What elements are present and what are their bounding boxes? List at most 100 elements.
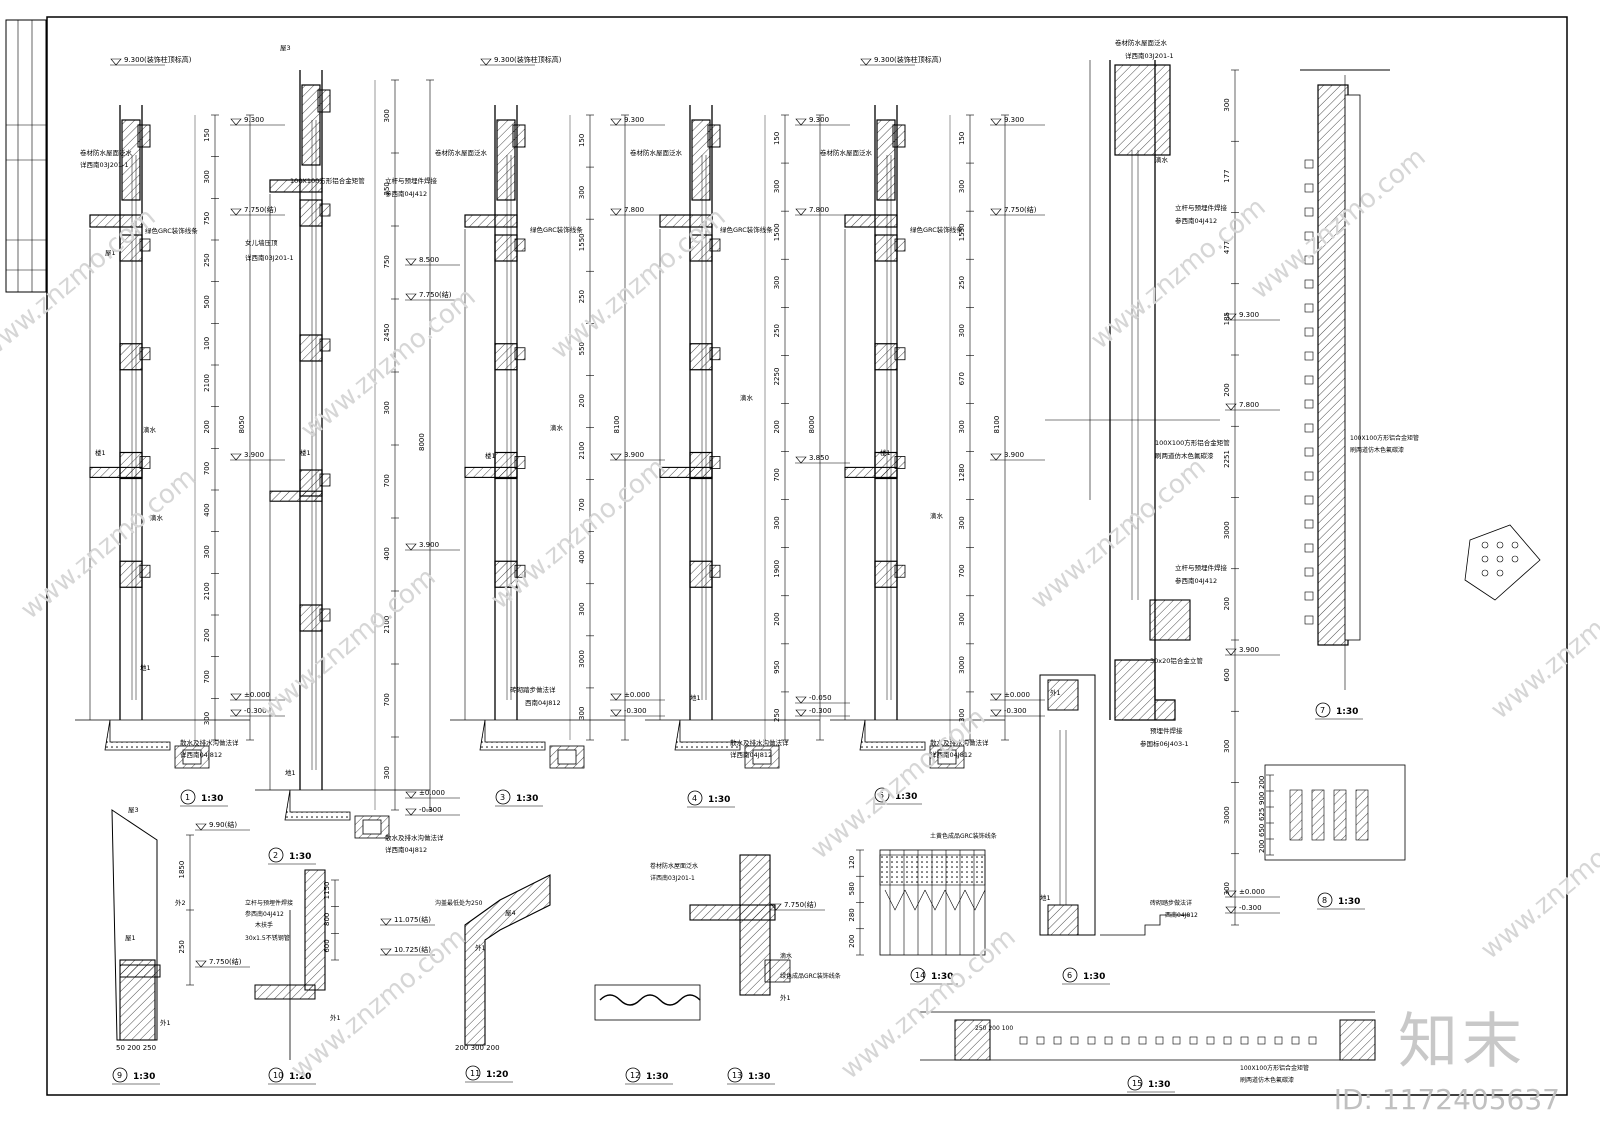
key-plan-mark (1481, 555, 1489, 563)
callout-note: 30x20铝合金立管 (1150, 656, 1203, 665)
elevation-label: -0.300 (1004, 707, 1027, 715)
dimension-value: 250 (383, 182, 391, 195)
callout-note: 外2 (175, 898, 186, 907)
detail-frame (594, 984, 701, 1021)
alu-tube-square (1172, 1036, 1181, 1045)
detail-number: 11 (470, 1069, 480, 1078)
dimension-value: 250 200 100 (975, 1025, 1013, 1032)
alu-tube-square (1019, 1036, 1028, 1045)
dimension-value: 200 (1223, 383, 1231, 396)
key-plan-mark (1481, 541, 1489, 549)
dimension-value: 8100 (613, 416, 621, 434)
dimension-value: 8100 (993, 416, 1001, 434)
watermark-url: www.znzmo.com (835, 922, 1021, 1085)
key-plan-mark (1496, 569, 1504, 577)
detail-number: 2 (273, 851, 278, 860)
elevation-label: 7.750(结) (244, 205, 277, 214)
grc-zigzag (904, 889, 926, 911)
dimension-value: 600 (323, 939, 331, 952)
callout-note: 外1 (475, 943, 486, 952)
elevation-triangle (405, 293, 417, 301)
elevation-triangle (990, 693, 1002, 701)
callout-note: 滴水 (740, 393, 754, 402)
callout-note: 参国标06J403-1 (1140, 739, 1189, 748)
dimension-value: 200 (773, 612, 781, 625)
dimension-value: 3000 (1223, 806, 1231, 824)
post-element (1289, 789, 1303, 841)
elevation-triangle (230, 208, 242, 216)
sheet-border (46, 16, 1568, 1096)
scatter-water-apron (859, 719, 926, 751)
drain-ditch-inner (557, 749, 577, 765)
drip-note: 滴水 (780, 952, 792, 960)
alu-tube-square (1240, 1036, 1249, 1045)
watermark-id: ID: 1172405637 (1333, 1083, 1560, 1116)
grc-moulding (514, 347, 526, 361)
dimension-value: 700 (203, 670, 211, 683)
detail-number: 9 (117, 1071, 122, 1080)
rail-note: 木扶手 (255, 921, 273, 929)
alu-tube-square (1304, 303, 1314, 313)
elevation-triangle (990, 709, 1002, 717)
dimension-value: 2450 (383, 324, 391, 342)
callout-note: 卷材防水屋面泛水 (630, 148, 683, 157)
dimension-value: 300 (203, 712, 211, 725)
grc-moulding (709, 347, 721, 361)
callout-note: 绿色GRC装饰线条 (720, 225, 773, 234)
detail-scale: 1:20 (289, 1072, 311, 1082)
alu-tube-square (1304, 543, 1314, 553)
elevation-triangle (480, 58, 492, 66)
elevation-triangle (795, 456, 807, 464)
grc-zigzag (964, 889, 986, 911)
dimension-value: 550 (578, 342, 586, 355)
base-block (1114, 659, 1176, 721)
elevation-triangle (405, 791, 417, 799)
grc-moulding (139, 347, 151, 361)
alu-tube-square (1304, 183, 1314, 193)
detail-number: 6 (1067, 971, 1072, 980)
elevation-triangle (795, 696, 807, 704)
callout-note: 预埋件焊接 (1150, 726, 1183, 735)
alu-tube-square (1138, 1036, 1147, 1045)
callout-note: 卷材防水屋面泛水 (435, 148, 488, 157)
dimension-value: 1850 (178, 861, 186, 879)
callout-note: 楼1 (95, 448, 106, 457)
elevation-label: 9.300 (809, 116, 829, 124)
elevation-triangle (990, 118, 1002, 126)
grc-moulding (894, 564, 906, 578)
column-block (1339, 1019, 1376, 1061)
callout-note: 参西南04J412 (1175, 216, 1217, 225)
alu-tube-square (1304, 567, 1314, 577)
callout-note: 详西南03J201-1 (1125, 51, 1174, 60)
elevation-triangle (380, 918, 392, 926)
dimension-value: 1150 (323, 882, 331, 900)
dimension-value: 750 (203, 212, 211, 225)
grc-moulding (514, 456, 526, 469)
roof-slab (659, 214, 713, 228)
grc-moulding (319, 608, 331, 622)
dimension-value: 700 (203, 462, 211, 475)
alu-tube-square (1304, 231, 1314, 241)
dimension-value: 1550 (578, 233, 586, 251)
callout-note: 楼1 (300, 448, 311, 457)
callout-note: 绿色GRC装饰线条 (910, 225, 963, 234)
detail-number-circle (1315, 702, 1331, 718)
detail-number: 10 (273, 1071, 283, 1080)
callout-note: 滴水 (930, 511, 944, 520)
dimension-value: 300 (958, 420, 966, 433)
callout-note: 滴水 (143, 425, 157, 434)
elevation-label: 9.300 (1004, 116, 1024, 124)
drain-ditch-inner (182, 749, 202, 765)
grc-moulding (319, 473, 331, 487)
elevation-label: -0.300 (1239, 904, 1262, 912)
detail-12 (594, 984, 701, 1021)
elevation-label: ±0.000 (1004, 691, 1030, 699)
dimension-value: 800 (323, 913, 331, 926)
dimension-value: 300 (383, 109, 391, 122)
detail-number-circle (687, 790, 703, 806)
detail-scale: 1:30 (931, 972, 953, 982)
detail-number: 7 (1320, 706, 1325, 715)
